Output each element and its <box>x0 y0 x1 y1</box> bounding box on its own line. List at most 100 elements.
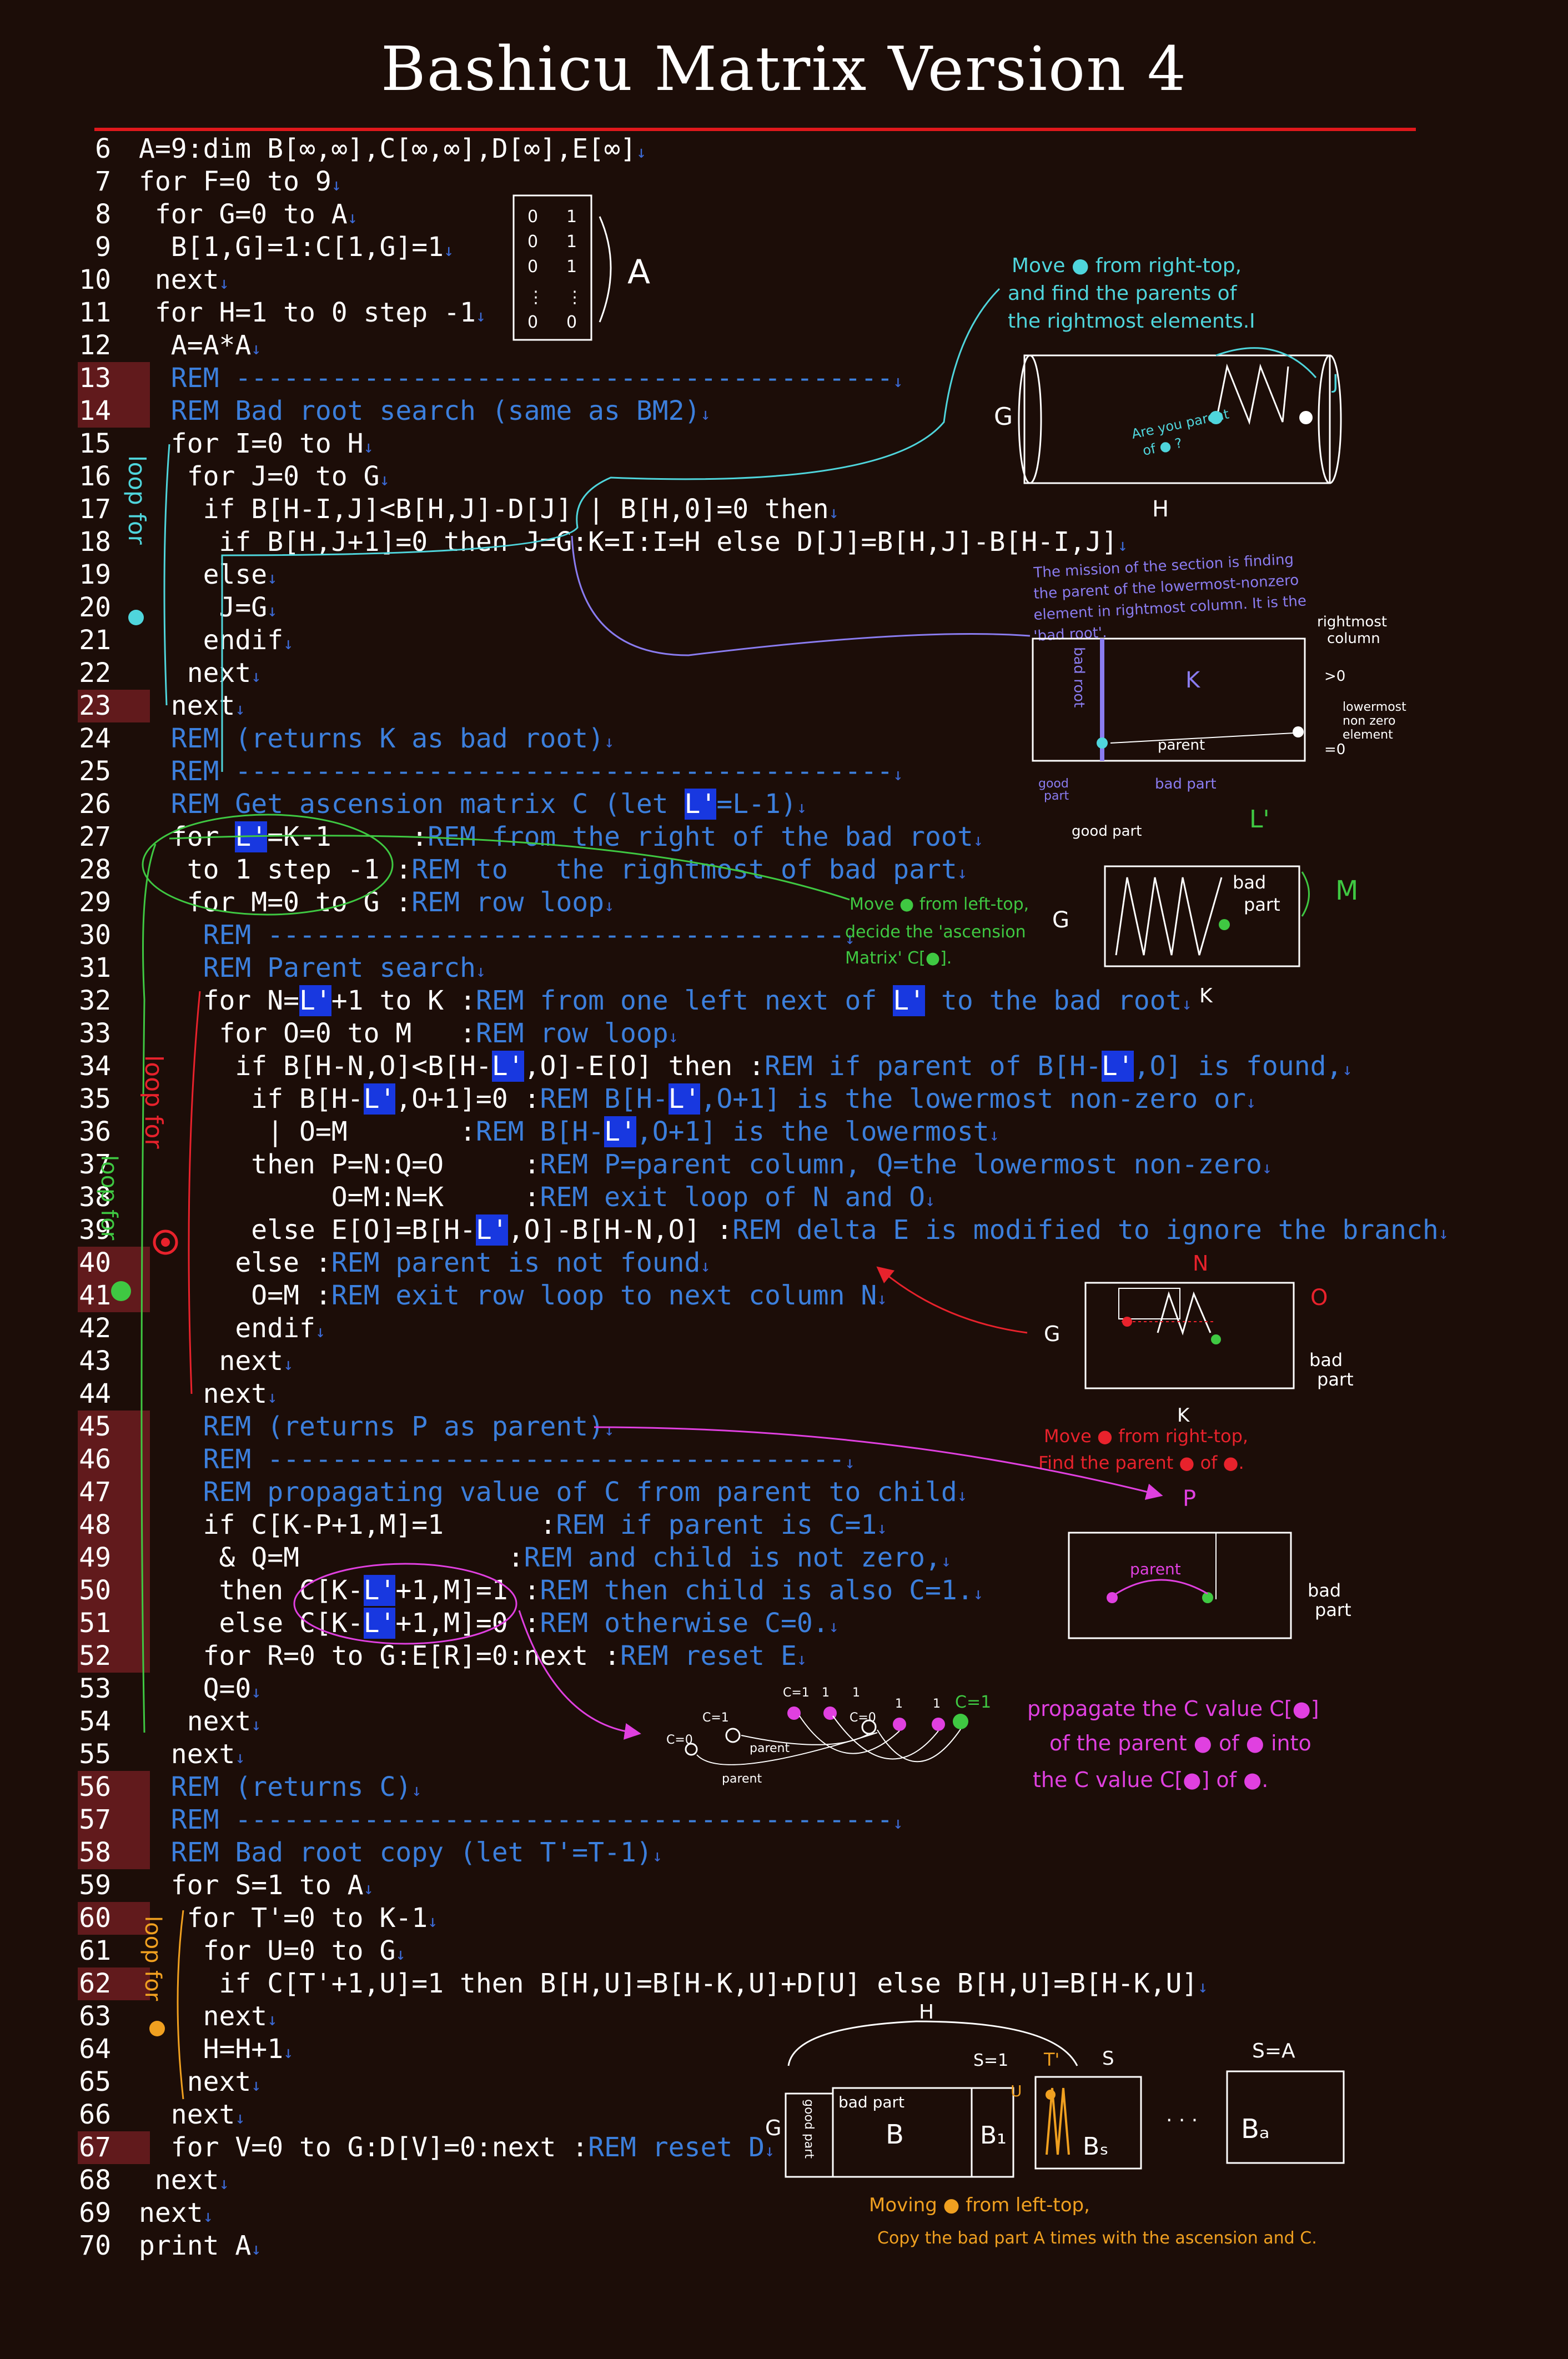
code-comment: ,O+1] is the lowermost <box>636 1116 989 1147</box>
line-number: 52 <box>79 1640 111 1672</box>
line-number: 66 <box>79 2099 111 2130</box>
line-number: 63 <box>79 2001 111 2032</box>
code-line: 19 else↓ <box>0 559 1568 591</box>
code-text: & Q=M :REM and child is not zero,↓ <box>139 1542 951 1574</box>
line-end-icon: ↓ <box>636 143 646 162</box>
code-text: if B[H,J+1]=0 then J=G:K=I:I=H else D[J]… <box>139 526 1127 559</box>
line-number: 51 <box>79 1608 111 1639</box>
code-line: 32 for N=L'+1 to K :REM from one left ne… <box>0 985 1568 1017</box>
code-line: 67 for V=0 to G:D[V]=0:next :REM reset D… <box>0 2131 1568 2164</box>
code-text: if B[H-L',O+1]=0 :REM B[H-L',O+1] is the… <box>139 1083 1256 1116</box>
code-token: endif <box>139 625 284 656</box>
code-comment: REM if parent of B[H- <box>765 1051 1102 1082</box>
code-text: for L'=K-1 :REM from the right of the ba… <box>139 821 983 854</box>
code-line: 53 Q=0↓ <box>0 1673 1568 1705</box>
code-comment: REM parent is not found <box>331 1247 701 1278</box>
line-end-icon: ↓ <box>251 2240 262 2259</box>
code-text: else :REM parent is not found↓ <box>139 1247 711 1279</box>
code-line: 26 REM Get ascension matrix C (let L'=L-… <box>0 788 1568 821</box>
code-text: REM ------------------------------------… <box>139 362 903 395</box>
line-end-icon: ↓ <box>251 1715 262 1735</box>
line-end-icon: ↓ <box>796 798 807 817</box>
code-line: 10 next↓ <box>0 264 1568 297</box>
code-text: endif↓ <box>139 624 294 657</box>
code-token: for <box>139 821 235 852</box>
code-text: else↓ <box>139 559 278 591</box>
code-text: REM (returns K as bad root)↓ <box>139 722 614 755</box>
line-end-icon: ↓ <box>828 503 839 523</box>
code-text: for R=0 to G:E[R]=0:next :REM reset E↓ <box>139 1640 807 1673</box>
code-comment: REM ------------------------------------ <box>203 1444 845 1475</box>
code-line: 56 REM (returns C)↓ <box>0 1771 1568 1804</box>
line-number: 21 <box>79 625 111 656</box>
line-end-icon: ↓ <box>251 339 262 359</box>
line-end-icon: ↓ <box>283 2043 294 2062</box>
line-number: 46 <box>79 1444 111 1475</box>
code-token: for V=0 to G:D[V]=0:next : <box>139 2132 589 2163</box>
code-token <box>139 395 171 426</box>
line-end-icon: ↓ <box>989 1126 999 1145</box>
code-line: 65 next↓ <box>0 2066 1568 2099</box>
line-number: 36 <box>79 1116 111 1147</box>
code-line: 39 else E[O]=B[H-L',O]-B[H-N,O] :REM del… <box>0 1214 1568 1247</box>
code-text: else E[O]=B[H-L',O]-B[H-N,O] :REM delta … <box>139 1214 1449 1247</box>
selected-text: L' <box>363 1083 396 1115</box>
selected-text: L' <box>475 1214 508 1246</box>
line-end-icon: ↓ <box>700 405 711 424</box>
code-line: 29 for M=0 to G :REM row loop↓ <box>0 886 1568 919</box>
line-end-icon: ↓ <box>475 962 486 981</box>
code-token: for O=0 to M : <box>139 1018 476 1049</box>
code-text: A=A*A↓ <box>139 329 262 362</box>
line-highlight <box>78 362 150 395</box>
code-line: 64 H=H+1↓ <box>0 2033 1568 2066</box>
code-comment: =L-1) <box>716 789 797 820</box>
line-number: 69 <box>79 2197 111 2228</box>
line-number: 7 <box>95 166 111 197</box>
code-line: 44 next↓ <box>0 1378 1568 1411</box>
line-end-icon: ↓ <box>219 2174 229 2194</box>
code-token: else C[K- <box>139 1608 364 1639</box>
code-comment: REM ------------------------------------… <box>170 756 893 787</box>
selected-text: L' <box>299 985 331 1016</box>
line-end-icon: ↓ <box>315 1322 325 1342</box>
code-line: 49 & Q=M :REM and child is not zero,↓ <box>0 1542 1568 1574</box>
code-token: next <box>139 690 235 721</box>
line-end-icon: ↓ <box>235 700 245 719</box>
code-line: 60 for T'=0 to K-1↓ <box>0 1902 1568 1935</box>
code-text: next↓ <box>139 1738 245 1771</box>
line-number: 12 <box>79 330 111 361</box>
line-end-icon: ↓ <box>700 1257 711 1276</box>
code-token: O=M:N=K : <box>139 1182 540 1213</box>
code-line: 33 for O=0 to M :REM row loop↓ <box>0 1017 1568 1050</box>
code-comment: REM reset D <box>588 2132 765 2163</box>
line-highlight <box>78 1574 150 1607</box>
line-end-icon: ↓ <box>251 2076 262 2095</box>
line-end-icon: ↓ <box>347 208 358 228</box>
code-text: J=G↓ <box>139 591 277 624</box>
line-number: 32 <box>79 985 111 1016</box>
line-number: 15 <box>79 428 111 459</box>
code-comment: REM reset E <box>620 1640 797 1672</box>
code-line: 59 for S=1 to A↓ <box>0 1869 1568 1902</box>
code-comment: REM and child is not zero, <box>524 1542 941 1573</box>
code-token: if B[H-N,O]<B[H- <box>139 1051 492 1082</box>
code-line: 42 endif↓ <box>0 1312 1568 1345</box>
code-token: if B[H,J+1]=0 then J=G:K=I:I=H else D[J]… <box>139 526 1118 558</box>
line-end-icon: ↓ <box>941 1552 951 1571</box>
line-number: 20 <box>79 592 111 623</box>
code-text: for U=0 to G↓ <box>139 1935 406 1967</box>
code-text: next↓ <box>139 2164 229 2197</box>
code-comment: ,O] is found, <box>1133 1051 1343 1082</box>
code-line: 43 next↓ <box>0 1345 1568 1378</box>
code-comment: REM delta E is modified to ignore the br… <box>732 1214 1439 1246</box>
code-line: 35 if B[H-L',O+1]=0 :REM B[H-L',O+1] is … <box>0 1083 1568 1116</box>
line-end-icon: ↓ <box>1262 1158 1272 1178</box>
line-number: 64 <box>79 2034 111 2065</box>
code-token: print A <box>139 2230 252 2261</box>
code-text: REM ------------------------------------… <box>139 919 855 952</box>
code-line: 30 REM ---------------------------------… <box>0 919 1568 952</box>
line-number: 28 <box>79 854 111 885</box>
code-line: 22 next↓ <box>0 657 1568 690</box>
code-comment: REM row loop <box>475 1018 669 1049</box>
code-token: else : <box>139 1247 331 1278</box>
